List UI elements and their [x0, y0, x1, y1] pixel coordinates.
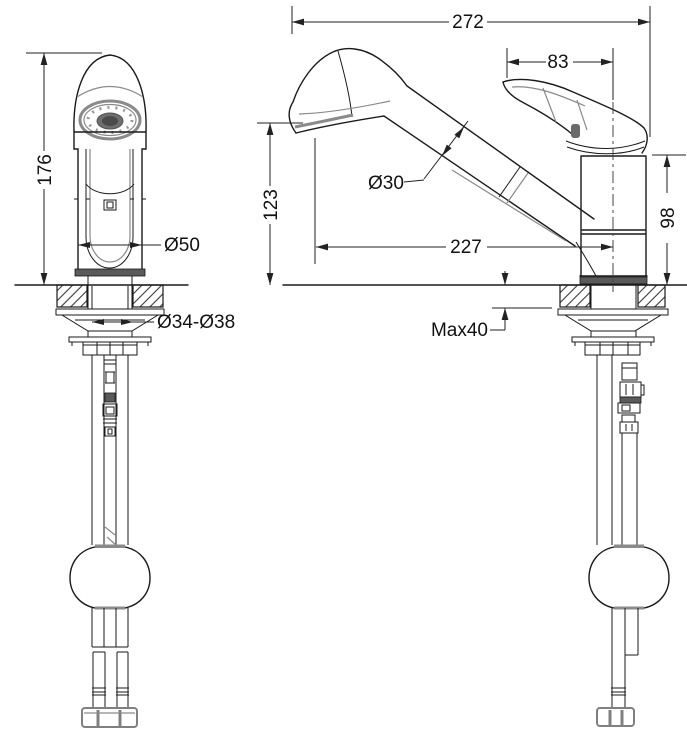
- side-sprayhead-and-hose-bottom-edge: [295, 115, 576, 247]
- dimension-label-176: 176: [35, 154, 56, 186]
- side-ball-openings: [614, 544, 644, 610]
- side-view: [282, 47, 687, 727]
- dimension-overall-length-272: 272: [291, 6, 651, 137]
- side-hex-connector: [596, 707, 635, 727]
- front-spray-face-outer-ring: [78, 99, 142, 141]
- arrowhead-lower: [442, 144, 452, 156]
- dimension-label-123: 123: [261, 189, 282, 221]
- front-counterweight-ball: [69, 546, 151, 609]
- side-countertop-section-right: [637, 284, 666, 308]
- side-counterweight-ball: [588, 546, 670, 609]
- side-escutcheon-plate: [557, 308, 669, 316]
- dimension-spout-tube-diameter-30: Ø30: [368, 120, 469, 194]
- front-countertop-section-right: [132, 284, 164, 308]
- arrowhead-left: [92, 319, 104, 325]
- front-body-shield-curve: [85, 183, 135, 195]
- side-handle-seams: [511, 86, 588, 131]
- dimension-label-o34-o38: Ø34-Ø38: [157, 312, 235, 333]
- front-head-dome-seam: [76, 86, 144, 98]
- dimension-mounting-hole-34-38: Ø34-Ø38: [92, 312, 235, 333]
- side-tubes-below-ball: [611, 608, 639, 707]
- side-sprayhead-seam: [337, 50, 353, 118]
- front-hex-connectors: [81, 707, 138, 728]
- arrowhead-left: [78, 242, 90, 248]
- side-spout-fillet: [575, 241, 597, 277]
- side-handle-underside: [502, 81, 573, 135]
- front-cone-washer: [60, 314, 160, 332]
- side-sprayhead-and-hose-top-edge: [288, 47, 595, 220]
- side-shank-through-deck: [590, 284, 637, 309]
- front-hose-coupling-bands: [92, 687, 129, 696]
- side-shank-neck: [590, 331, 637, 337]
- side-hose-band: [498, 166, 521, 198]
- dimension-label-272: 272: [452, 12, 484, 33]
- dimension-spout-reach-227: 227: [314, 138, 613, 264]
- dimension-spout-height-123: 123: [257, 122, 303, 285]
- front-washer-plate: [68, 336, 152, 346]
- dimensions: 176 Ø50 Ø34-Ø38 272 83: [26, 6, 686, 341]
- front-hose-connector-details: [102, 359, 118, 437]
- side-countertop-section-left: [559, 284, 591, 308]
- side-supply-tube: [596, 355, 613, 545]
- front-supply-tubes-below-ball: [91, 608, 129, 648]
- leader-line: [403, 179, 425, 183]
- dimension-max-deck-thickness-40: Max40: [431, 271, 552, 341]
- front-twin-supply-hoses: [92, 651, 129, 707]
- front-ball-openings: [95, 544, 125, 610]
- front-supply-tubes-upper: [91, 355, 129, 545]
- dimension-label-98: 98: [658, 207, 679, 228]
- arrowhead-right: [121, 319, 133, 325]
- side-hose-coupling-bands: [611, 687, 626, 696]
- side-hose-connector-dark-band: [619, 396, 642, 404]
- front-shank-neck: [87, 331, 133, 337]
- side-hose-inner-line: [451, 169, 567, 242]
- side-mounting-nut: [584, 341, 641, 356]
- front-spray-face-mid-ring: [83, 103, 137, 137]
- front-base-gasket: [74, 268, 146, 277]
- dimension-label-83: 83: [547, 52, 568, 73]
- front-collar-and-body-sides: [73, 130, 147, 270]
- dimension-body-height-98: 98: [652, 154, 686, 285]
- dimension-front-height-176: 176: [26, 52, 102, 285]
- front-hose-connector-dark-band: [104, 392, 116, 403]
- side-handle-pivot-knob: [571, 124, 580, 138]
- dimension-label-227: 227: [450, 237, 482, 258]
- dimension-handle-length-83: 83: [506, 48, 614, 100]
- side-sprayhead-nozzle-face: [294, 113, 354, 129]
- side-cone-washer: [563, 314, 663, 332]
- dimension-label-o30: Ø30: [368, 173, 404, 194]
- side-sprayhead-inner-line: [298, 100, 391, 115]
- side-spray-hose-lines: [621, 433, 638, 545]
- dimension-label-o50: Ø50: [164, 235, 200, 256]
- front-hose-twist-marks: [104, 526, 117, 546]
- front-mounting-nut: [82, 341, 138, 356]
- front-spray-nozzle-dots: [86, 106, 134, 134]
- front-countertop-section-left: [56, 284, 88, 308]
- front-escutcheon-plate: [55, 308, 165, 316]
- dimension-body-diameter-50: Ø50: [78, 235, 200, 256]
- side-body-cap-curves: [565, 140, 646, 155]
- front-hose-clip-detail: [103, 199, 117, 211]
- side-hose-band-secondary: [506, 172, 529, 204]
- front-spray-core-inner: [102, 116, 118, 126]
- side-handle-top-edge: [502, 78, 648, 154]
- arrowhead-upper: [454, 127, 464, 139]
- dimension-label-max40: Max40: [431, 320, 488, 341]
- side-hex-connector-facets: [608, 710, 624, 725]
- front-shank-through-deck: [87, 276, 133, 309]
- front-inner-spout-u-shape-secondary: [89, 149, 131, 263]
- arrowhead-right: [130, 242, 142, 248]
- front-head-dome-outline: [73, 54, 147, 132]
- side-washer-plate: [571, 336, 655, 346]
